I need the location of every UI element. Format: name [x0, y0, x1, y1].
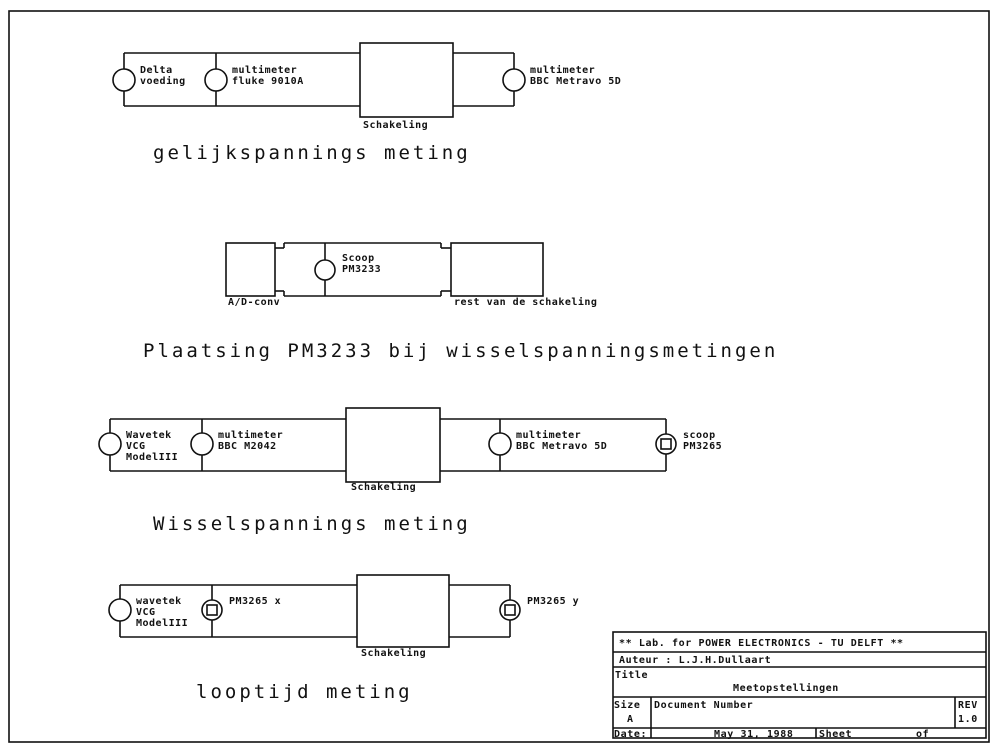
- meter-fluke-symbol: [204, 68, 228, 92]
- caption-looptijd: looptijd meting: [196, 681, 413, 703]
- adconv-block: [225, 242, 276, 297]
- circuit-block: [345, 407, 441, 483]
- diagram-ac-measurement: Wavetek VCG ModelIII multimeter BBC M204…: [98, 407, 722, 535]
- size-value: A: [627, 714, 634, 725]
- label-multimeter-m2042: multimeter BBC M2042: [218, 429, 290, 452]
- sheet-border: [8, 10, 990, 743]
- label-scoop-pm3265: scoop PM3265: [683, 430, 722, 452]
- sheet-label: Sheet: [819, 729, 852, 740]
- circuit-block: [356, 574, 450, 648]
- meter-bbc-symbol: [488, 432, 512, 456]
- label-wavetek: Wavetek VCG ModelIII: [126, 430, 178, 463]
- label-scoop-pm3233: Scoop PM3233: [342, 253, 381, 275]
- of-label: of: [916, 729, 929, 740]
- label-pm3265-x: PM3265 x: [229, 596, 281, 607]
- caption-plaatsing: Plaatsing PM3233 bij wisselspanningsmeti…: [143, 340, 778, 362]
- label-rest-van-de-schakeling: rest van de schakeling: [454, 296, 597, 308]
- rest-circuit-block: [450, 242, 544, 297]
- label-multimeter-bbc: multimeter BBC Metravo 5D: [530, 64, 621, 87]
- scope-pm3233-symbol: [314, 259, 336, 281]
- title-block: ** Lab. for POWER ELECTRONICS - TU DELFT…: [612, 631, 987, 740]
- label-multimeter-bbc: multimeter BBC Metravo 5D: [516, 429, 607, 452]
- label-schakeling: Schakeling: [351, 481, 416, 493]
- date-value: May 31, 1988: [714, 729, 793, 740]
- caption-wisselspannings: Wisselspannings meting: [153, 513, 471, 535]
- title-value: Meetopstellingen: [733, 682, 839, 694]
- meter-m2042-symbol: [190, 432, 214, 456]
- title-block-author: Auteur : L.J.H.Dullaart: [619, 655, 771, 666]
- date-label: Date:: [614, 729, 647, 740]
- label-wavetek: wavetek VCG ModelIII: [136, 596, 188, 629]
- label-adconv: A/D-conv: [228, 297, 280, 308]
- diagram-delay-measurement: wavetek VCG ModelIII PM3265 x PM3265 y S…: [108, 574, 579, 703]
- circuit-block: [359, 42, 454, 118]
- size-label: Size: [614, 699, 640, 711]
- label-multimeter-fluke: multimeter fluke 9010A: [232, 64, 304, 87]
- label-delta-voeding: Delta voeding: [140, 65, 186, 87]
- title-label: Title: [615, 669, 648, 681]
- label-schakeling: Schakeling: [361, 647, 426, 659]
- meter-bbc-symbol: [502, 68, 526, 92]
- rev-label: REV: [958, 700, 978, 711]
- caption-gelijkspannings: gelijkspannings meting: [153, 142, 471, 164]
- generator-symbol: [108, 598, 132, 622]
- generator-symbol: [98, 432, 122, 456]
- label-schakeling: Schakeling: [363, 119, 428, 131]
- diagram-dc-measurement: Delta voeding multimeter fluke 9010A mul…: [112, 42, 621, 164]
- diagram-scope-placement: Scoop PM3233 A/D-conv rest van de schake…: [143, 242, 778, 362]
- title-block-header: ** Lab. for POWER ELECTRONICS - TU DELFT…: [619, 638, 904, 649]
- rev-value: 1.0: [958, 714, 978, 725]
- document-number-label: Document Number: [654, 700, 753, 711]
- voltage-source-symbol: [112, 68, 136, 92]
- label-pm3265-y: PM3265 y: [527, 596, 579, 607]
